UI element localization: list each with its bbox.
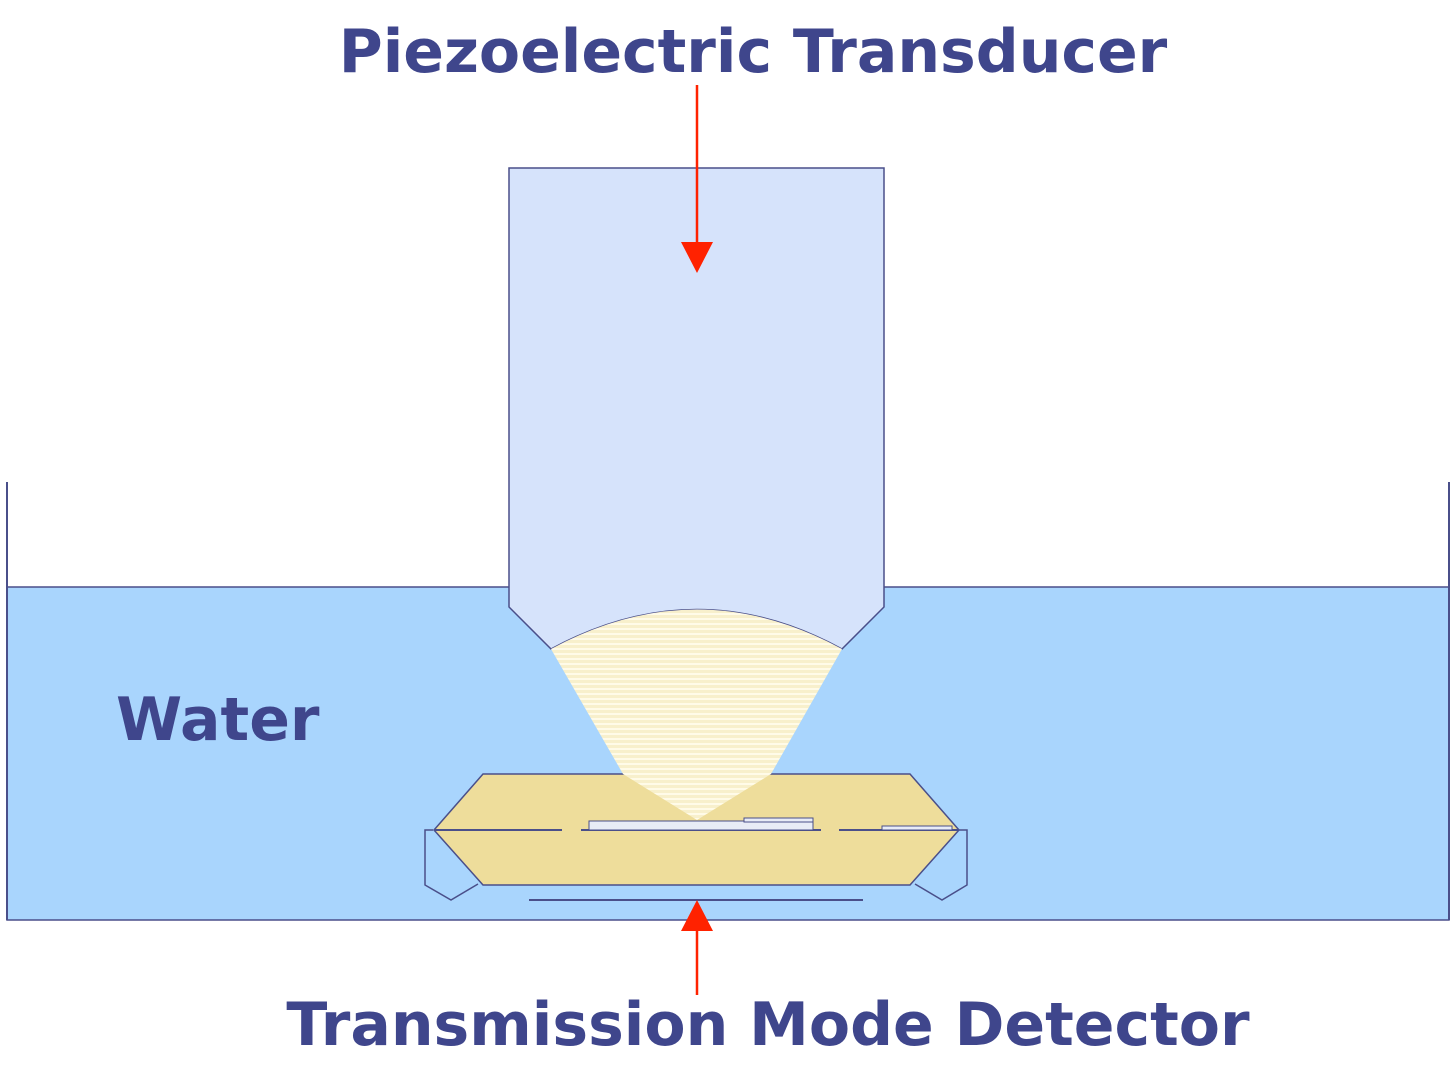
detector-arrow-head [681, 900, 713, 931]
sample-clip-left [424, 829, 479, 901]
transducer-label: Piezoelectric Transducer [338, 17, 1168, 87]
sample-clip-right [914, 829, 968, 901]
acoustic-beam [551, 609, 842, 820]
detector-label: Transmission Mode Detector [286, 990, 1250, 1060]
sample-layer-step [743, 817, 814, 823]
sample-layer-right [881, 825, 953, 831]
water-label: Water [116, 685, 320, 755]
transducer-arrow-head [681, 242, 713, 273]
sample-layer-center [588, 820, 814, 831]
